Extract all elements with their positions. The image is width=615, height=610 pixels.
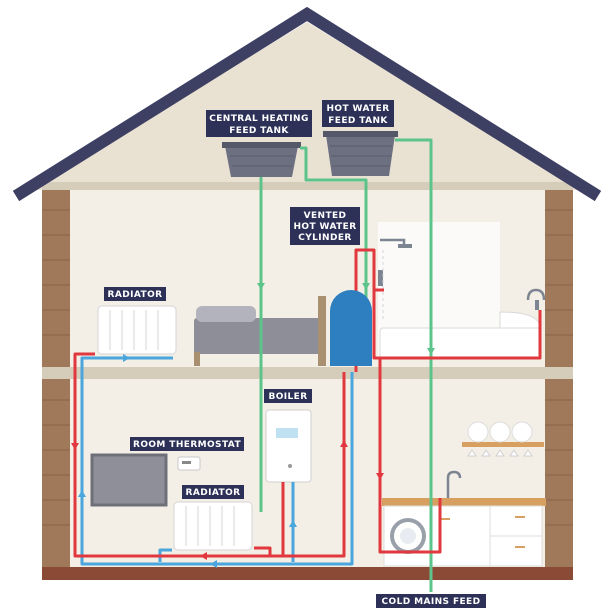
flow-pipes (73, 248, 542, 558)
label-cold-mains-feed: COLD MAINS FEED (376, 594, 486, 608)
hot-water-feed-tank (323, 131, 398, 176)
label-room-thermostat-text: ROOM THERMOSTAT (133, 440, 241, 450)
label-central-heating-feed-tank: CENTRAL HEATING FEED TANK (206, 110, 312, 137)
flow-arrows (71, 283, 435, 568)
label-radiator-downstairs-text: RADIATOR (186, 488, 241, 498)
bathtub (379, 288, 546, 359)
label-vented-line1: VENTED (304, 211, 347, 221)
radiators (97, 305, 253, 551)
kitchen-tap (446, 470, 462, 498)
pipework (71, 138, 542, 592)
radiator-downstairs-unit (173, 501, 253, 551)
vented-hot-water-cylinder (330, 290, 372, 366)
attic-space (32, 22, 582, 190)
label-cold-mains-feed-text: COLD MAINS FEED (382, 597, 481, 607)
label-radiator-downstairs: RADIATOR (182, 485, 244, 499)
label-boiler-text: BOILER (268, 392, 307, 402)
ground-floor-slab (42, 567, 573, 580)
central-heating-feed-tank (222, 142, 301, 177)
attic-floor (42, 182, 573, 190)
roof (12, 6, 602, 202)
left-brick-wall (42, 188, 70, 580)
label-vented-line3: CYLINDER (298, 233, 352, 243)
label-hot-water-line1: HOT WATER (326, 104, 389, 114)
tanks (222, 131, 398, 177)
label-vented-line2: HOT WATER (293, 222, 356, 232)
label-central-heating-line1: CENTRAL HEATING (209, 114, 309, 124)
first-floor-slab (42, 367, 573, 379)
plate-shelf (462, 421, 544, 457)
right-brick-wall (545, 188, 573, 580)
brick-lines (42, 209, 573, 526)
boiler (265, 409, 312, 483)
label-hot-water-line2: FEED TANK (328, 116, 388, 126)
television (90, 453, 168, 507)
label-radiator-upstairs: RADIATOR (104, 287, 166, 301)
label-radiator-upstairs-text: RADIATOR (108, 290, 163, 300)
kitchen-units (382, 470, 546, 567)
label-room-thermostat: ROOM THERMOSTAT (130, 437, 244, 451)
label-hot-water-feed-tank: HOT WATER FEED TANK (322, 100, 394, 127)
radiator-upstairs-unit (97, 305, 177, 355)
cold-feed-pipes (259, 138, 433, 592)
label-boiler: BOILER (264, 389, 312, 403)
label-central-heating-line2: FEED TANK (229, 126, 289, 136)
shower (378, 238, 412, 322)
label-vented-hot-water-cylinder: VENTED HOT WATER CYLINDER (290, 207, 360, 245)
